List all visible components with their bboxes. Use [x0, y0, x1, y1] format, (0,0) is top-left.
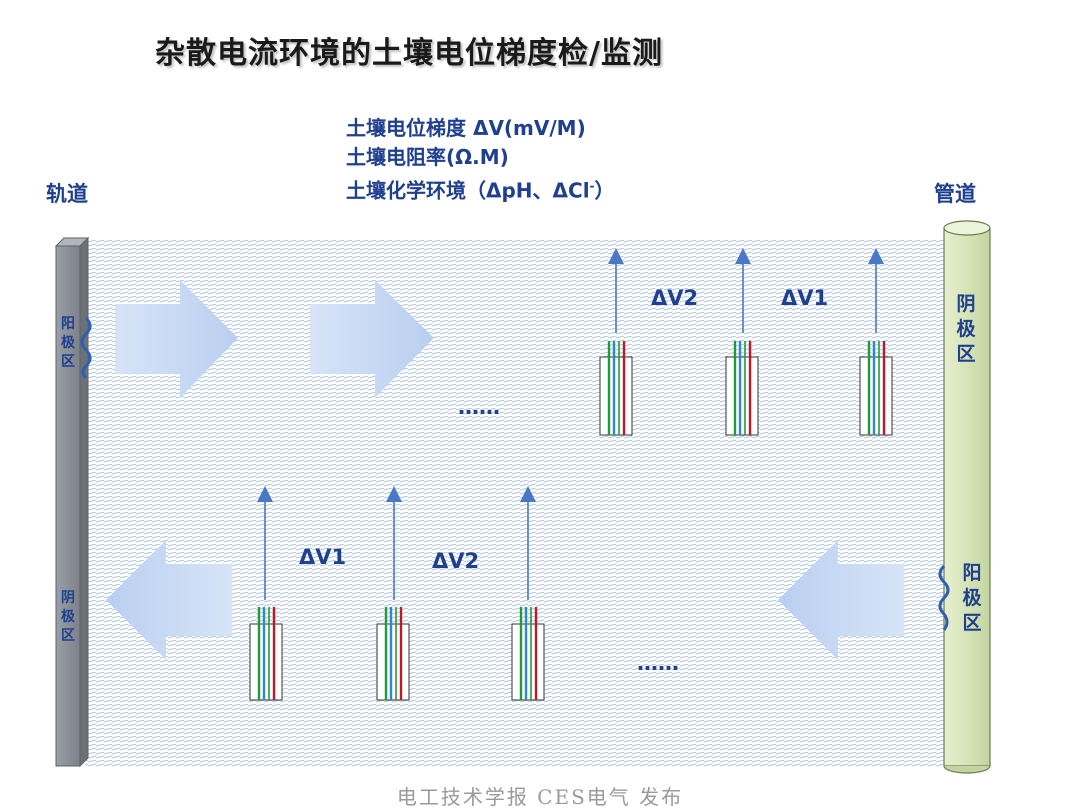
param-resistivity: 土壤电阻率(Ω.M) [346, 145, 509, 169]
label-top-dv1: ΔV1 [781, 286, 828, 310]
probe-top-1 [599, 248, 633, 436]
rail-zone-bottom-1: 阴 [61, 590, 75, 606]
rail-zone-bottom-3: 区 [61, 628, 75, 644]
pipe-zone-top-2: 极 [956, 317, 976, 340]
label-bottom-dv1: ΔV1 [299, 545, 346, 569]
pipe-zone-top-1: 阴 [956, 293, 975, 315]
rail-label: 轨道 [46, 182, 88, 206]
pipe-zone-bottom-3: 区 [962, 612, 981, 634]
pipe-zone-bottom-2: 极 [962, 586, 982, 609]
param-potential-gradient: 土壤电位梯度 ΔV(mV/M) [346, 116, 586, 140]
pipe-label: 管道 [934, 182, 976, 206]
label-top-dv2: ΔV2 [651, 286, 698, 310]
probe-top-2 [725, 248, 759, 436]
footer-credit: 电工技术学报 CES电气 发布 [396, 785, 684, 809]
current-arrow-right-2 [310, 280, 434, 398]
probe-bottom-2 [376, 486, 410, 701]
pipe-zone-bottom-1: 阳 [962, 562, 981, 584]
label-bottom-dv2: ΔV2 [432, 549, 479, 573]
current-arrow-left-2 [778, 540, 904, 660]
rail-current-squiggle [80, 316, 92, 380]
pipe [943, 220, 991, 774]
rail-zone-bottom-2: 极 [61, 608, 76, 625]
pipe-current-squiggle [938, 564, 950, 631]
ellipsis-top: …… [458, 395, 500, 419]
probe-bottom-1 [249, 486, 283, 701]
probe-top-3 [859, 248, 893, 436]
page-title: 杂散电流环境的土壤电位梯度检/监测 [155, 36, 663, 71]
rail-zone-top-3: 区 [61, 354, 75, 370]
rail-zone-top-2: 极 [61, 334, 76, 351]
probe-bottom-3 [511, 486, 545, 701]
measurement-parameters: 土壤电位梯度 ΔV(mV/M) 土壤电阻率(Ω.M) 土壤化学环境（ΔpH、ΔC… [346, 114, 615, 206]
param-chemistry: 土壤化学环境（ΔpH、ΔCl-） [346, 178, 615, 203]
current-arrow-left-1 [106, 540, 232, 660]
ellipsis-bottom: …… [637, 651, 679, 675]
rail-zone-top-1: 阳 [61, 316, 75, 332]
current-arrow-right-1 [115, 280, 238, 398]
pipe-zone-top-3: 区 [956, 343, 975, 365]
